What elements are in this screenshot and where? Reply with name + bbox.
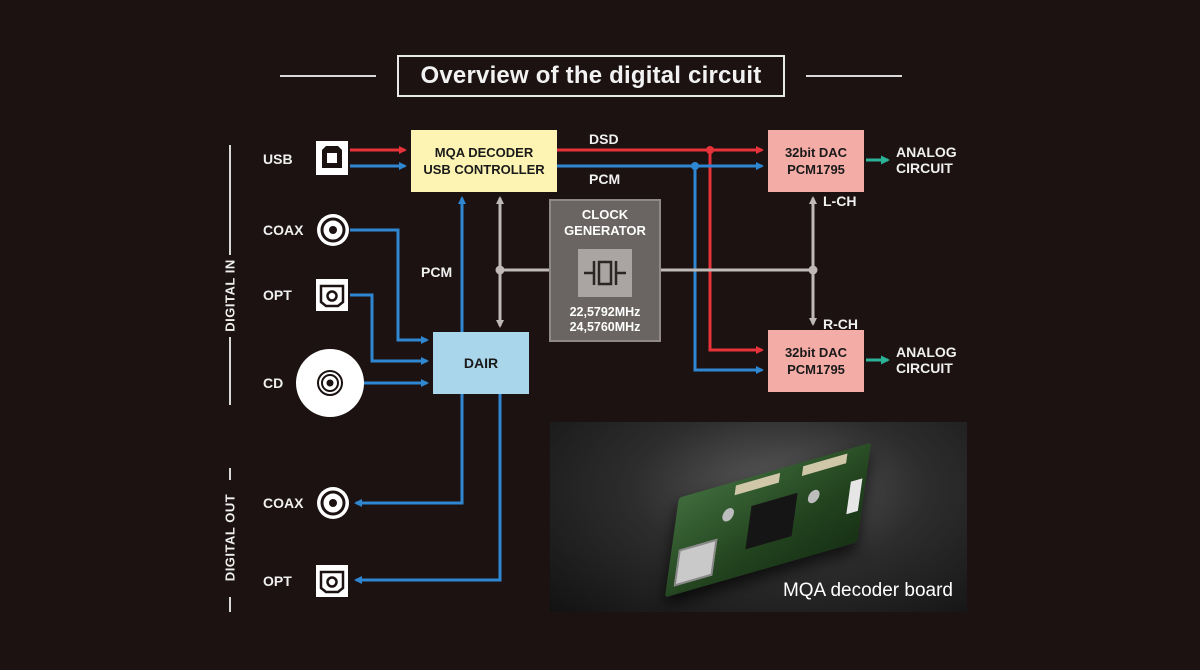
board-usb-port (673, 538, 718, 587)
dsd-label: DSD (589, 131, 619, 147)
ribbon-connector (734, 472, 781, 496)
usb-b-icon (316, 141, 348, 175)
r-ch-label: R-CH (823, 316, 858, 332)
pcm-label: PCM (589, 171, 621, 187)
freq-2: 24,5760MHz (569, 320, 641, 334)
mqa-line2: USB CONTROLLER (423, 162, 545, 177)
dac-r-block: 32bit DAC PCM1795 (768, 330, 864, 392)
dac-l-block: 32bit DAC PCM1795 (768, 130, 864, 192)
dac-l-line1: 32bit DAC (784, 145, 848, 160)
title-rule-right (806, 75, 902, 77)
coax-in-line (350, 228, 429, 344)
opt-in-label: OPT (263, 287, 292, 303)
analog-r-line1: ANALOG (896, 344, 957, 360)
mqa-decoder-block: MQA DECODER USB CONTROLLER (411, 130, 557, 192)
pcm-line-r (693, 166, 764, 374)
clock-title: CLOCK GENERATOR (551, 207, 659, 239)
capacitor (807, 488, 821, 505)
opt-out-line (354, 394, 502, 584)
capacitor (721, 506, 735, 523)
clock-frequencies: 22,5792MHz 24,5760MHz (551, 305, 659, 335)
coax-out-line (354, 394, 464, 507)
coax-out-label: COAX (263, 495, 304, 511)
decoder-chip (745, 492, 798, 550)
analog-r-line2: CIRCUIT (896, 360, 953, 376)
dsd-line-r (708, 150, 764, 354)
dac-r-line1: 32bit DAC (784, 345, 848, 360)
clock-generator-block: CLOCK GENERATOR 22,5792MHz 24,5760MHz (549, 199, 661, 342)
opt-out-label: OPT (263, 573, 292, 589)
dac-l-line2: PCM1795 (787, 162, 845, 177)
usb-label: USB (263, 151, 293, 167)
pcb-board (664, 442, 872, 598)
clock-junction-left (495, 265, 505, 275)
title-rule-left (280, 75, 376, 77)
pcm-vertical-label: PCM (421, 264, 453, 280)
cd-disc-icon (296, 349, 364, 417)
dair-block: DAIR (433, 332, 529, 394)
freq-1: 22,5792MHz (569, 305, 641, 319)
l-ch-label: L-CH (823, 193, 857, 209)
opt-in-icon (316, 279, 348, 311)
opt-in-line (350, 293, 429, 365)
clock-lines (496, 196, 817, 328)
opt-out-icon (316, 565, 348, 597)
analog-l-line1: ANALOG (896, 144, 957, 160)
digital-in-label: DIGITAL IN (222, 259, 238, 332)
clock-junction-right (808, 265, 818, 275)
analog-l-line2: CIRCUIT (896, 160, 953, 176)
page-title: Overview of the digital circuit (397, 55, 785, 97)
dac-r-line2: PCM1795 (787, 362, 845, 377)
crystal-oscillator-icon (578, 249, 632, 297)
mqa-board-photo: MQA decoder board (550, 422, 967, 612)
analog-circuit-r: ANALOG CIRCUIT (896, 344, 957, 376)
digital-out-label: DIGITAL OUT (222, 493, 238, 582)
coax-in-icon (317, 214, 349, 246)
mqa-line1: MQA DECODER (434, 145, 534, 160)
clock-line2: GENERATOR (564, 223, 646, 238)
ribbon-connector (801, 453, 848, 476)
photo-caption: MQA decoder board (782, 580, 953, 601)
pcm-junction (691, 162, 699, 170)
dsd-junction (706, 146, 714, 154)
coax-in-label: COAX (263, 222, 304, 238)
pin-header (846, 478, 863, 515)
clock-line1: CLOCK (581, 207, 629, 222)
coax-out-icon (317, 487, 349, 519)
cd-label: CD (263, 375, 284, 391)
analog-circuit-l: ANALOG CIRCUIT (896, 144, 957, 176)
